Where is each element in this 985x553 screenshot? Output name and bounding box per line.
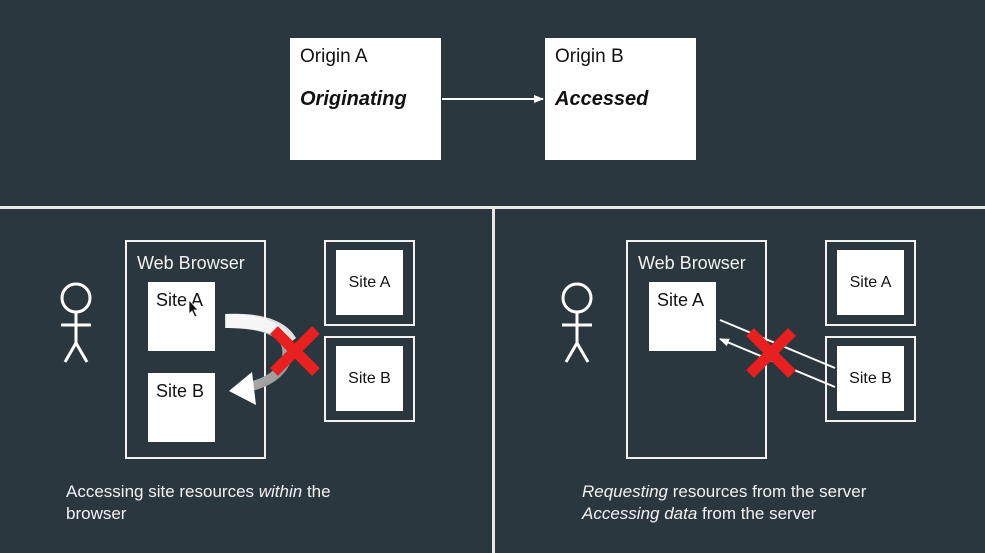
person-icon: [60, 282, 92, 363]
right-external-frame-b: Site B: [825, 336, 916, 422]
left-external-frame-a: Site A: [324, 240, 415, 326]
right-external-site-b: Site B: [837, 346, 904, 411]
left-external-site-b: Site B: [336, 346, 403, 411]
right-inner-site-a: Site A: [649, 282, 716, 351]
right-caption-line2-rest: from the server: [697, 504, 817, 523]
right-external-site-a: Site A: [837, 250, 904, 315]
left-caption: Accessing site resources within the brow…: [66, 481, 396, 525]
left-browser-label: Web Browser: [137, 253, 245, 273]
origin-a-role: Originating: [300, 88, 407, 110]
origin-b-role: Accessed: [555, 88, 649, 110]
right-caption-line2-italic: Accessing data: [582, 504, 698, 523]
horizontal-divider: [0, 206, 985, 209]
red-x-icon: [746, 328, 796, 378]
origin-a-box: Origin A Originating: [290, 38, 441, 160]
left-inner-site-a: Site A: [148, 282, 215, 351]
left-caption-part2: the: [302, 482, 331, 501]
person-icon: [561, 282, 593, 363]
right-external-frame-a: Site A: [825, 240, 916, 326]
left-inner-site-b-label: Site B: [156, 381, 205, 401]
left-caption-line2: browser: [66, 504, 127, 523]
left-external-frame-b: Site B: [324, 336, 415, 422]
left-caption-part1: Accessing site resources: [66, 482, 259, 501]
right-browser-label: Web Browser: [638, 253, 746, 273]
right-caption: Requesting resources from the server Acc…: [582, 481, 942, 525]
right-inner-site-a-label: Site A: [657, 290, 705, 310]
origin-b-title: Origin B: [555, 46, 624, 67]
origin-b-box: Origin B Accessed: [545, 38, 696, 160]
origin-a-title: Origin A: [300, 46, 368, 67]
right-caption-line1-italic: Requesting: [582, 482, 669, 501]
vertical-divider: [492, 209, 495, 553]
left-caption-italic: within: [258, 482, 303, 501]
red-x-icon: [270, 326, 320, 376]
cursor-icon: [188, 298, 199, 318]
left-web-browser-box: Web Browser: [125, 240, 266, 459]
left-inner-site-b: Site B: [148, 373, 215, 442]
right-caption-line1-rest: resources from the server: [668, 482, 867, 501]
left-external-site-a: Site A: [336, 250, 403, 315]
